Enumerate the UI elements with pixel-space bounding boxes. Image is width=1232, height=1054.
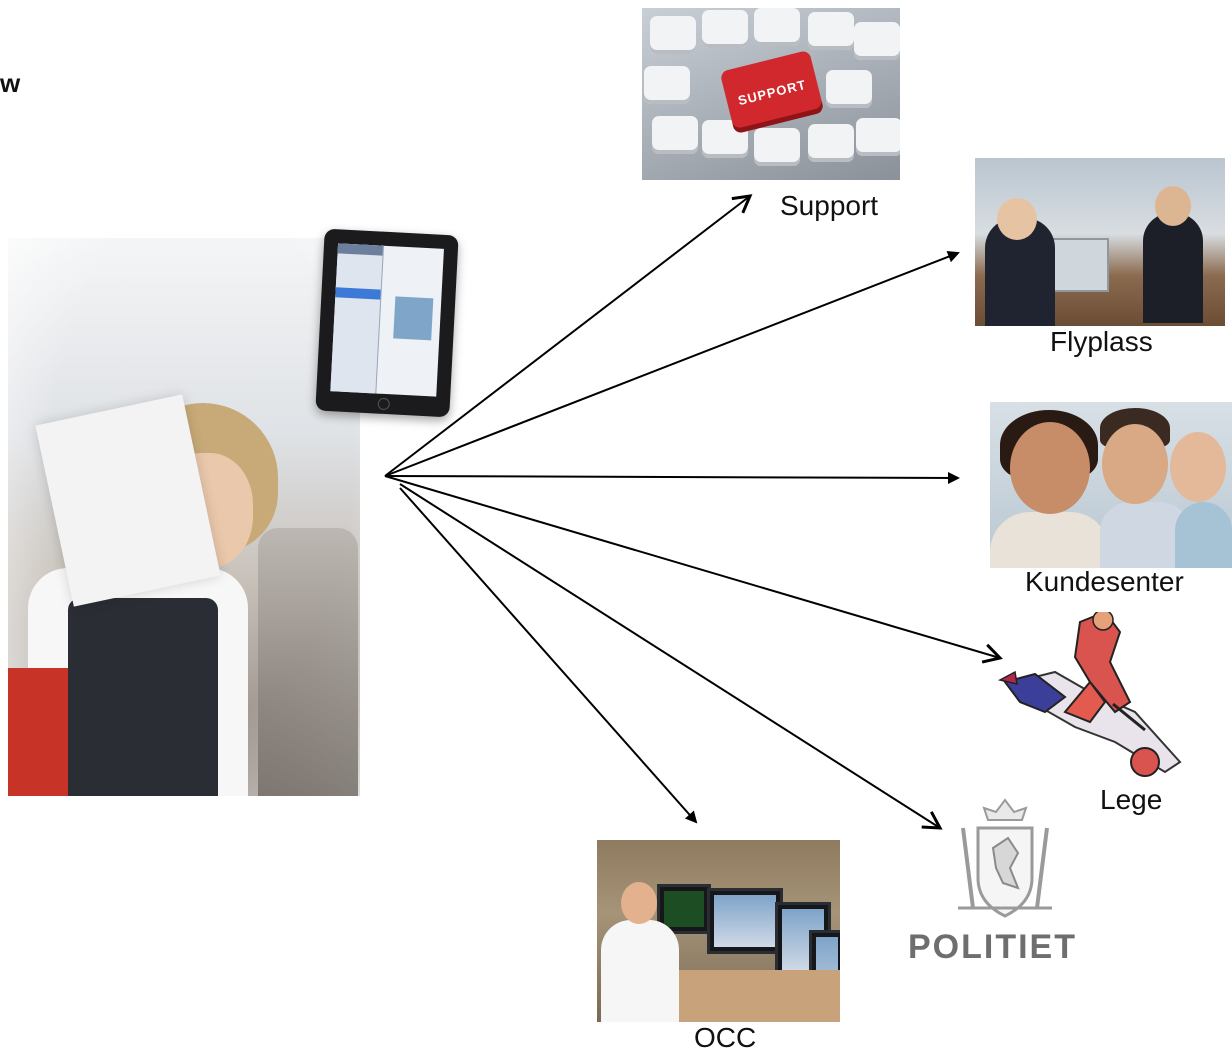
operations-control-center-photo bbox=[597, 840, 840, 1022]
airport-checkin-photo bbox=[975, 158, 1225, 326]
support-keyboard-photo: SUPPORT bbox=[642, 8, 900, 180]
lege-label: Lege bbox=[1100, 784, 1163, 815]
corner-text: w bbox=[0, 68, 21, 98]
occ-label: OCC bbox=[694, 1022, 757, 1053]
flight-attendant-photo bbox=[8, 238, 360, 796]
arrow-to-lege bbox=[384, 475, 1003, 664]
flyplass-label: Flyplass bbox=[1050, 326, 1153, 357]
police-coat-of-arms bbox=[958, 798, 1052, 918]
support-label: Support bbox=[780, 190, 879, 221]
arrow-to-kundesenter bbox=[384, 471, 960, 484]
arrow-to-flyplass bbox=[384, 251, 960, 477]
politiet-wordmark: POLITIET bbox=[908, 928, 1077, 966]
arrow-to-support bbox=[384, 194, 753, 477]
arrow-to-occ bbox=[399, 487, 698, 824]
call-center-photo bbox=[990, 402, 1232, 568]
first-aid-illustration bbox=[997, 612, 1182, 777]
arrow-to-politiet bbox=[399, 483, 943, 830]
kundesenter-label: Kundesenter bbox=[1025, 566, 1184, 597]
